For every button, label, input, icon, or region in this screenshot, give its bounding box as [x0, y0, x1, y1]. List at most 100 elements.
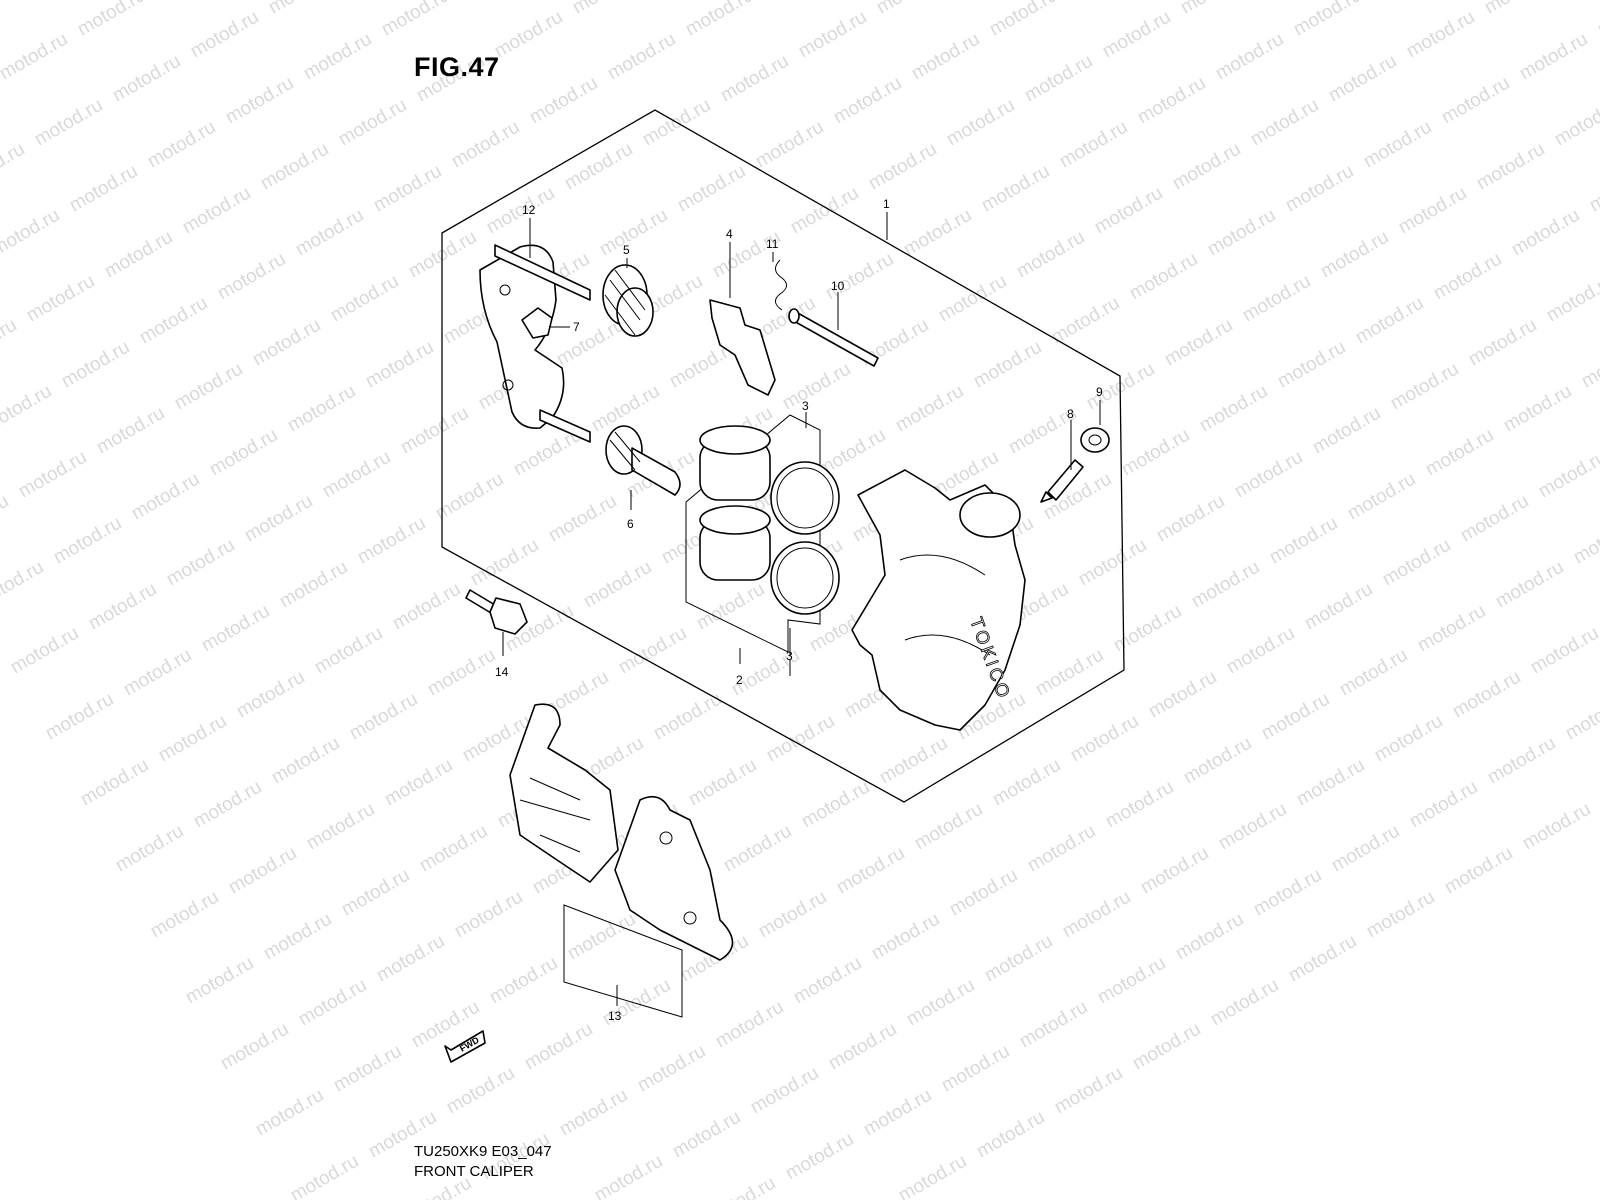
watermark-text: motod.ru — [1099, 7, 1174, 63]
watermark-text: motod.ru — [1527, 623, 1600, 679]
watermark-text: motod.ru — [1586, 161, 1600, 217]
watermark-text: motod.ru — [257, 139, 332, 195]
watermark-text: motod.ru — [187, 7, 262, 63]
watermark-text: motod.ru — [295, 975, 370, 1031]
pistons-and-seals — [685, 414, 840, 653]
watermark-text: motod.ru — [370, 161, 445, 217]
watermark-text: motod.ru — [1309, 403, 1384, 459]
watermark-text: motod.ru — [787, 183, 862, 239]
watermark-text: motod.ru — [1091, 183, 1166, 239]
watermark-text: motod.ru — [1134, 73, 1209, 129]
watermark-text: motod.ru — [233, 667, 308, 723]
watermark-text: motod.ru — [693, 579, 768, 635]
watermark-text: motod.ru — [31, 95, 106, 151]
watermark-text: motod.ru — [1293, 755, 1368, 811]
watermark-text: motod.ru — [1457, 491, 1532, 547]
watermark-text: motod.ru — [1250, 865, 1325, 921]
watermark-text: motod.ru — [1328, 821, 1403, 877]
watermark-text: motod.ru — [938, 1041, 1013, 1097]
watermark-text: motod.ru — [1562, 689, 1600, 745]
watermark-text: motod.ru — [1551, 95, 1600, 151]
mounting-bolt — [465, 589, 528, 635]
watermark-text: motod.ru — [1594, 0, 1600, 40]
watermark-text: motod.ru — [171, 359, 246, 415]
callout-14: 14 — [495, 665, 509, 679]
watermark-text: motod.ru — [747, 1063, 822, 1119]
diagram-name: FRONT CALIPER — [414, 1163, 534, 1180]
watermark-text: motod.ru — [1048, 293, 1123, 349]
watermark-text: motod.ru — [868, 909, 943, 965]
watermark-text: motod.ru — [7, 623, 82, 679]
watermark-text: motod.ru — [327, 271, 402, 327]
watermark-text: motod.ru — [42, 689, 117, 745]
watermark-text: motod.ru — [580, 557, 655, 613]
pad-spring — [709, 299, 776, 396]
watermark-text: motod.ru — [943, 95, 1018, 151]
watermark-text: motod.ru — [1519, 799, 1594, 855]
watermark-text: motod.ru — [1543, 271, 1600, 327]
watermark-text: motod.ru — [303, 799, 378, 855]
watermark-text: motod.ru — [591, 1151, 666, 1200]
watermark-text: motod.ru — [825, 1019, 900, 1075]
watermark-text: motod.ru — [1570, 513, 1600, 569]
callout-10: 10 — [831, 279, 845, 293]
watermark-text: motod.ru — [346, 689, 421, 745]
watermark-text: motod.ru — [1161, 315, 1236, 371]
watermark-text: motod.ru — [1360, 117, 1435, 173]
watermark-text: motod.ru — [93, 403, 168, 459]
watermark-text: motod.ru — [319, 447, 394, 503]
watermark-text: motod.ru — [1535, 447, 1600, 503]
watermark-text: motod.ru — [147, 887, 222, 943]
watermark-text: motod.ru — [292, 205, 367, 261]
watermark-text: motod.ru — [155, 711, 230, 767]
watermark-text: motod.ru — [1465, 315, 1540, 371]
watermark-text: motod.ru — [1110, 601, 1185, 657]
watermark-text: motod.ru — [222, 73, 297, 129]
watermark-text: motod.ru — [798, 777, 873, 833]
watermark-text: motod.ru — [1172, 909, 1247, 965]
assembly-outline — [441, 109, 1125, 803]
watermark-text: motod.ru — [432, 469, 507, 525]
watermark-text: motod.ru — [23, 271, 98, 327]
watermark-text: motod.ru — [112, 821, 187, 877]
watermark-text: motod.ru — [1473, 139, 1548, 195]
watermark-text: motod.ru — [338, 865, 413, 921]
callout-leaders — [502, 212, 1101, 1006]
watermark-text: motod.ru — [1145, 667, 1220, 723]
watermark-text: motod.ru — [763, 711, 838, 767]
watermark-text: motod.ru — [895, 1151, 970, 1200]
slide-pin-with-boot — [605, 425, 681, 496]
watermark-text: motod.ru — [873, 0, 948, 18]
watermark-text: motod.ru — [335, 95, 410, 151]
watermark-text: motod.ru — [206, 425, 281, 481]
watermark-text: motod.ru — [416, 821, 491, 877]
watermark-text: motod.ru — [1282, 161, 1357, 217]
caliper-body — [851, 469, 1026, 731]
bleeder-screw — [1040, 459, 1084, 503]
figure-title: FIG.47 — [414, 52, 500, 82]
watermark-text: motod.ru — [1325, 51, 1400, 107]
watermark-text: motod.ru — [970, 337, 1045, 393]
watermark-text: motod.ru — [451, 887, 526, 943]
watermark-text: motod.ru — [1403, 7, 1478, 63]
watermark-text: motod.ru — [978, 161, 1053, 217]
watermark-text: motod.ru — [448, 117, 523, 173]
watermark-text: motod.ru — [1336, 645, 1411, 701]
watermark-text: motod.ru — [1207, 975, 1282, 1031]
watermark-text: motod.ru — [1056, 117, 1131, 173]
watermark-text: motod.ru — [865, 139, 940, 195]
watermark-text: motod.ru — [1484, 733, 1559, 789]
watermark-text: motod.ru — [1137, 843, 1212, 899]
watermark-text: motod.ru — [287, 1151, 362, 1200]
watermark-text: motod.ru — [128, 469, 203, 525]
watermark-text: motod.ru — [300, 29, 375, 85]
watermark-text: motod.ru — [381, 755, 456, 811]
watermark-text: motod.ru — [163, 535, 238, 591]
watermark-text: motod.ru — [249, 315, 324, 371]
watermark-text: motod.ru — [717, 51, 792, 107]
watermark-text: motod.ru — [330, 1041, 405, 1097]
callout-6: 6 — [627, 517, 634, 531]
watermark-text: motod.ru — [989, 755, 1064, 811]
